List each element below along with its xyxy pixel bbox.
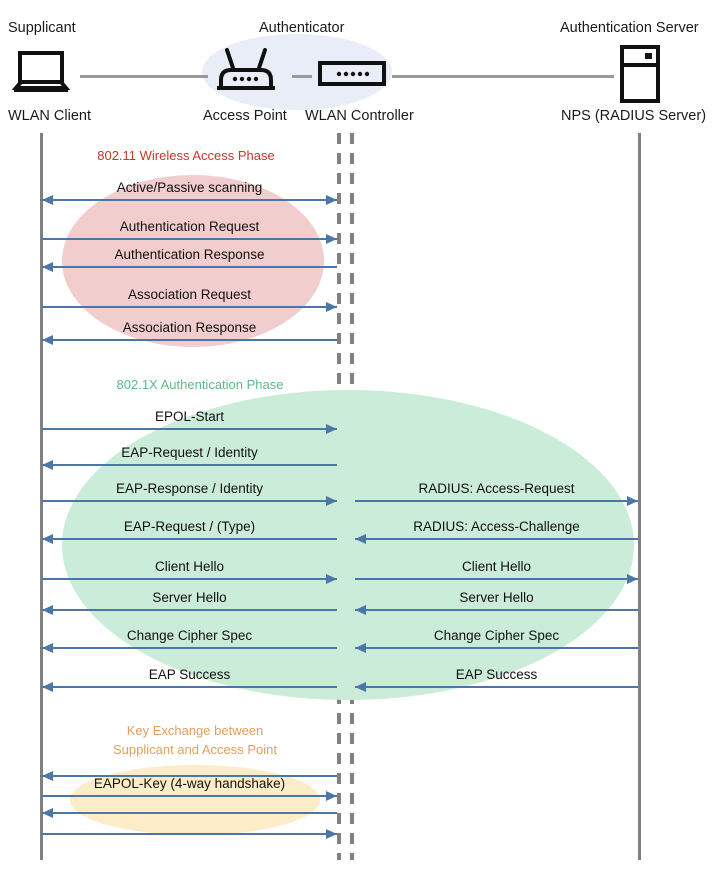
- message-line: [42, 238, 337, 240]
- message-label: EAP Success: [455, 667, 538, 682]
- message-label: Change Cipher Spec: [433, 628, 560, 643]
- arrowhead-left-icon: [42, 808, 53, 818]
- arrowhead-right-icon: [326, 302, 337, 312]
- message-label: Client Hello: [154, 559, 225, 574]
- actor-title-authenticator: Authenticator: [259, 20, 345, 36]
- arrowhead-left-icon: [42, 771, 53, 781]
- actor-title-auth-server: Authentication Server: [560, 20, 699, 36]
- connector-client-to-ap: [80, 75, 208, 78]
- message-label: Change Cipher Spec: [126, 628, 253, 643]
- server-icon: [618, 45, 662, 108]
- arrowhead-right-icon: [627, 574, 638, 584]
- actor-label-nps-radius: NPS (RADIUS Server): [561, 108, 707, 124]
- actor-title-supplicant: Supplicant: [8, 20, 76, 36]
- connector-controller-to-server: [392, 75, 614, 78]
- lifeline-auth-server: [638, 133, 641, 860]
- message-label: EAP-Request / (Type): [123, 519, 256, 534]
- message-line: [42, 339, 337, 341]
- message-line: [42, 795, 337, 797]
- message-label: Server Hello: [152, 590, 227, 605]
- message-label: Association Response: [122, 320, 257, 335]
- message-line: [42, 578, 337, 580]
- message-label: EPOL-Start: [154, 409, 225, 424]
- phase-caption-key-exchange: Key Exchange between Supplicant and Acce…: [112, 723, 278, 757]
- message-line: [42, 464, 337, 466]
- phase-caption-80211: 802.11 Wireless Access Phase: [97, 148, 275, 163]
- message-line: [42, 538, 337, 540]
- access-point-icon: [215, 48, 277, 99]
- message-line: [355, 500, 638, 502]
- message-label: Active/Passive scanning: [116, 180, 263, 195]
- message-label: EAP-Request / Identity: [121, 445, 258, 460]
- arrowhead-right-icon: [326, 195, 337, 205]
- message-label: EAPOL-Key (4-way handshake): [93, 776, 286, 791]
- message-line: [42, 833, 337, 835]
- arrowhead-right-icon: [326, 791, 337, 801]
- message-label: RADIUS: Access-Request: [418, 481, 575, 496]
- arrowhead-right-icon: [326, 829, 337, 839]
- message-line: [42, 428, 337, 430]
- arrowhead-left-icon: [42, 262, 53, 272]
- arrowhead-right-icon: [627, 496, 638, 506]
- arrowhead-right-icon: [326, 234, 337, 244]
- arrowhead-right-icon: [326, 574, 337, 584]
- lifeline-supplicant: [40, 133, 43, 860]
- message-line: [355, 538, 638, 540]
- message-line: [42, 775, 337, 777]
- arrowhead-left-icon: [42, 460, 53, 470]
- message-line: [355, 686, 638, 688]
- message-line: [355, 578, 638, 580]
- arrowhead-left-icon: [42, 195, 53, 205]
- connector-ap-to-controller: [292, 75, 312, 78]
- phase-blob-80211: [62, 175, 324, 347]
- message-line: [42, 500, 337, 502]
- message-line: [42, 647, 337, 649]
- arrowhead-right-icon: [326, 496, 337, 506]
- actor-label-wlan-client: WLAN Client: [8, 108, 91, 124]
- message-label: Authentication Request: [119, 219, 260, 234]
- actor-label-wlan-controller: WLAN Controller: [305, 108, 414, 124]
- message-line: [42, 812, 337, 814]
- arrowhead-left-icon: [42, 682, 53, 692]
- arrowhead-left-icon: [42, 335, 53, 345]
- message-line: [42, 609, 337, 611]
- message-label: Authentication Response: [114, 247, 265, 262]
- wlan-controller-icon: [317, 60, 387, 93]
- laptop-icon: [11, 50, 74, 103]
- message-label: RADIUS: Access-Challenge: [413, 519, 580, 534]
- phase-blob-8021x: [62, 390, 634, 700]
- arrowhead-left-icon: [355, 682, 366, 692]
- actor-label-access-point: Access Point: [203, 108, 287, 124]
- phase-caption-8021x: 802.1X Authentication Phase: [116, 377, 284, 392]
- arrowhead-left-icon: [355, 534, 366, 544]
- message-label: Association Request: [127, 287, 252, 302]
- message-line: [42, 266, 337, 268]
- arrowhead-right-icon: [326, 424, 337, 434]
- arrowhead-left-icon: [42, 643, 53, 653]
- message-label: EAP Success: [148, 667, 231, 682]
- arrowhead-left-icon: [355, 605, 366, 615]
- arrowhead-left-icon: [355, 643, 366, 653]
- message-label: EAP-Response / Identity: [115, 481, 264, 496]
- message-line: [355, 609, 638, 611]
- arrowhead-left-icon: [42, 534, 53, 544]
- message-line: [42, 306, 337, 308]
- message-line: [42, 199, 337, 201]
- arrowhead-left-icon: [42, 605, 53, 615]
- message-line: [42, 686, 337, 688]
- message-line: [355, 647, 638, 649]
- message-label: Server Hello: [459, 590, 534, 605]
- message-label: Client Hello: [461, 559, 532, 574]
